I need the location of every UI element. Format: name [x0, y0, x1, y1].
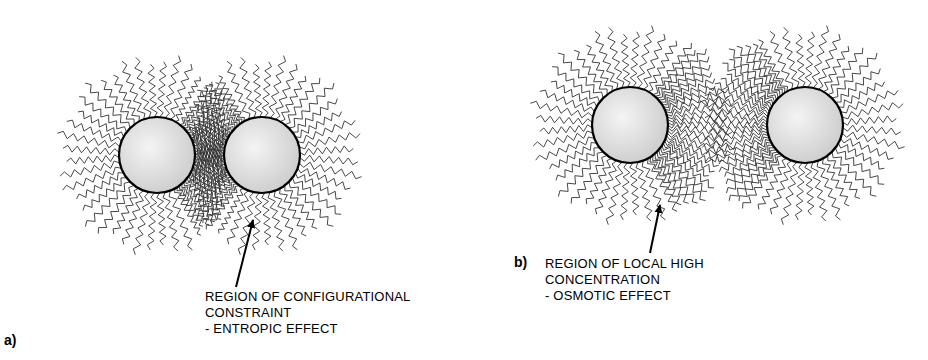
polymer-chain	[292, 178, 341, 215]
polymer-chain	[227, 61, 250, 119]
polymer-chain	[841, 90, 899, 113]
polymer-chain	[621, 34, 630, 87]
region-label: - ENTROPIC EFFECT	[205, 321, 440, 337]
panel-label: a)	[4, 332, 16, 348]
polymer-chain	[648, 158, 678, 211]
particles	[119, 87, 843, 193]
region-label: REGION OF LOCAL HIGH CONCENTRATION	[545, 256, 745, 288]
region-label: - OSMOTIC EFFECT	[545, 288, 745, 304]
polymer-chain	[163, 192, 179, 251]
polymer-chain	[843, 116, 896, 125]
polymer-chain	[209, 84, 239, 125]
polymer-chain	[608, 27, 624, 88]
polymer-chain	[659, 150, 707, 192]
polymer-chain	[729, 60, 776, 101]
colloid-particle	[224, 117, 300, 193]
polymer-chain	[715, 83, 771, 109]
polymer-chain	[540, 125, 592, 134]
polymer-chain	[262, 62, 271, 117]
polymer-chain	[533, 131, 593, 147]
polymer-chain	[706, 134, 769, 155]
polymer-chain	[157, 193, 166, 245]
polymer-chain	[298, 120, 356, 143]
polymer-chain	[648, 41, 677, 92]
polymer-chain	[835, 69, 880, 103]
polymer-chain	[805, 163, 814, 215]
polymer-chain	[739, 154, 780, 202]
leader-arrow	[650, 205, 660, 253]
polymer-chain	[571, 155, 607, 203]
polymer-chain	[711, 122, 767, 128]
polymer-chain	[67, 120, 122, 142]
polymer-chain	[300, 146, 353, 155]
polymer-chain	[298, 168, 351, 189]
polymer-chain	[770, 161, 791, 215]
polymer-chain	[195, 105, 232, 133]
polymer-chain	[122, 191, 143, 245]
polymer-chain	[759, 40, 788, 92]
polymer-chain	[275, 64, 297, 119]
region-label: REGION OF CONFIGURATIONAL CONSTRAINT	[205, 289, 440, 321]
polymer-chain	[663, 143, 714, 172]
polymer-chain	[630, 163, 639, 215]
callout-group: REGION OF LOCAL HIGH CONCENTRATION- OSMO…	[545, 256, 745, 304]
polymer-chain	[60, 161, 120, 177]
polymer-chain	[299, 133, 360, 149]
panel-label: b)	[514, 254, 527, 270]
polymer-chain	[157, 62, 166, 117]
polymer-chain	[98, 185, 134, 233]
polymer-chain	[219, 76, 245, 122]
polymer-chain	[67, 155, 119, 164]
polymer-chain	[292, 99, 337, 133]
polymer-chain	[705, 94, 769, 115]
colloid-particle	[767, 87, 843, 163]
polymer-chain	[262, 193, 271, 245]
polymer-chain	[595, 161, 616, 215]
polymer-chain	[796, 34, 805, 87]
polymer-chain	[253, 64, 262, 117]
polymer-chain	[818, 34, 840, 89]
polymer-chain	[540, 90, 595, 112]
polymer-chain	[758, 158, 787, 209]
polymer-chain	[170, 64, 192, 119]
polymer-chain	[841, 138, 894, 159]
polymer-chain	[289, 83, 334, 128]
polymer-chain	[835, 148, 884, 185]
polymer-chain	[655, 154, 698, 203]
polymer-chain	[574, 50, 607, 94]
polymer-chain	[653, 43, 692, 95]
leader-arrow	[236, 220, 253, 287]
polymer-chain	[101, 80, 134, 124]
polymer-chain	[805, 32, 814, 87]
polymer-chain	[842, 103, 903, 119]
polymer-chain	[595, 31, 618, 89]
polymer-chains	[57, 26, 904, 255]
colloid-particle	[592, 87, 668, 163]
polymer-chain	[783, 27, 799, 88]
colloid-particle	[119, 117, 195, 193]
polymer-chain	[811, 162, 827, 221]
polymer-chain	[192, 158, 224, 167]
polymer-chain	[122, 61, 145, 119]
polymer-chain	[726, 148, 774, 184]
polymer-chain	[240, 57, 256, 118]
polymer-chain	[770, 31, 793, 89]
polymer-chain	[198, 177, 232, 203]
polymer-chain	[630, 32, 639, 87]
polymer-chain	[135, 57, 151, 118]
polymer-chain	[190, 137, 225, 148]
polymer-chain	[721, 78, 772, 107]
callout-group: REGION OF CONFIGURATIONAL CONSTRAINT- EN…	[205, 289, 440, 337]
polymer-chain	[268, 192, 284, 251]
polymer-chain	[832, 53, 877, 98]
polymer-chain	[148, 64, 157, 117]
polymer-chain	[636, 162, 652, 221]
